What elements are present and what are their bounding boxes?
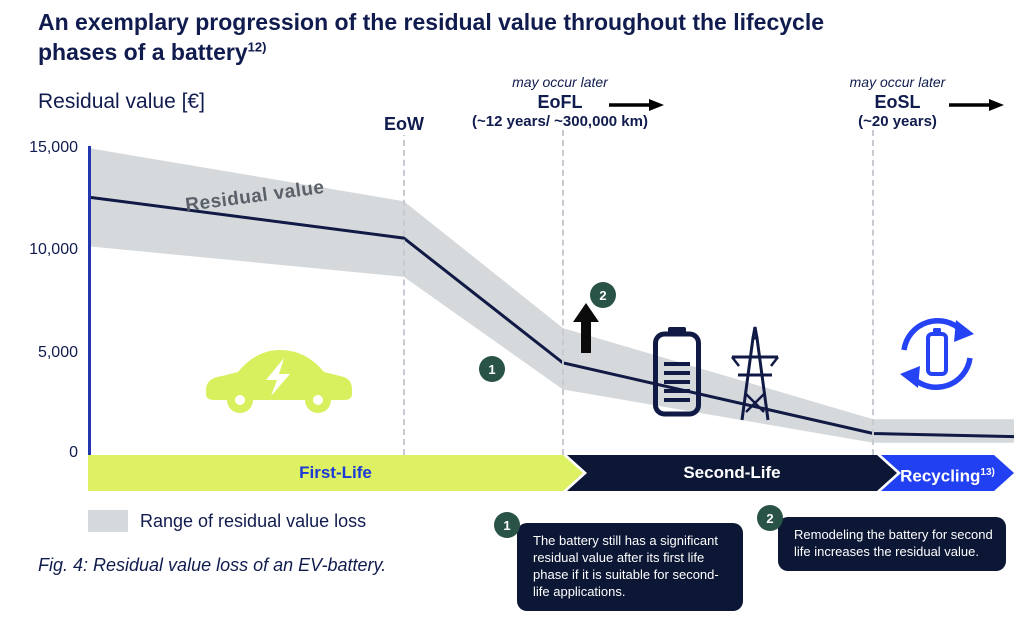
milestone-eofl-sub: (~12 years/ ~300,000 km) xyxy=(472,113,648,130)
figure-title-line2: phases of a battery12) xyxy=(38,38,267,65)
legend-band-swatch xyxy=(88,510,128,532)
milestone-eofl-note: may occur later xyxy=(512,74,608,90)
y-tick-15000: 15,000 xyxy=(29,139,78,156)
callout-1-text: The battery still has a significant resi… xyxy=(533,533,719,599)
milestone-eosl-note: may occur later xyxy=(849,74,946,90)
figure-title: An exemplary progression of the residual… xyxy=(38,8,968,68)
phase-first-life-label: First-Life xyxy=(299,463,372,482)
phase-first-life: First-Life xyxy=(88,455,583,491)
value-band xyxy=(88,148,1014,443)
callout-1: The battery still has a significant resi… xyxy=(517,523,743,611)
annotation-1-badge: 1 xyxy=(479,356,505,382)
recycling-footnote: 13) xyxy=(980,467,995,478)
title-footnote: 12) xyxy=(247,39,267,55)
annotation-2-badge: 2 xyxy=(590,282,616,308)
callout-2: Remodeling the battery for second life i… xyxy=(778,517,1006,571)
milestone-line-eofl xyxy=(562,120,564,455)
y-axis-title: Residual value [€] xyxy=(38,90,205,113)
callout-1-badge: 1 xyxy=(494,512,520,538)
figure-title-line1: An exemplary progression of the residual… xyxy=(38,9,825,35)
callout-2-badge: 2 xyxy=(757,505,783,531)
right-arrow-icon xyxy=(609,99,664,111)
ev-car-icon xyxy=(206,350,352,413)
value-increase-arrow-up-icon xyxy=(573,303,599,353)
phase-second-life-label: Second-Life xyxy=(683,463,781,482)
legend-label: Range of residual value loss xyxy=(140,511,367,531)
milestone-eofl: may occur later EoFL (~12 years/ ~300,00… xyxy=(425,74,695,130)
milestone-eosl-sub: (~20 years) xyxy=(858,113,937,130)
phase-second-life: Second-Life xyxy=(567,455,897,491)
y-tick-0: 0 xyxy=(69,444,78,461)
milestone-line-eow xyxy=(403,120,405,455)
transmission-tower-icon xyxy=(731,326,779,421)
battery-recycling-icon xyxy=(900,318,974,390)
callout-2-text: Remodeling the battery for second life i… xyxy=(794,527,993,559)
milestone-eosl-label: EoSL xyxy=(874,92,921,112)
phase-recycling-label: Recycling xyxy=(900,466,981,486)
milestone-eofl-label: EoFL xyxy=(537,92,583,112)
milestone-line-eosl xyxy=(872,120,874,455)
milestone-eow-label: EoW xyxy=(384,114,424,134)
phase-recycling: Recycling13) xyxy=(881,455,1014,491)
figure-caption: Fig. 4: Residual value loss of an EV-bat… xyxy=(38,555,387,575)
y-tick-5000: 5,000 xyxy=(37,344,78,361)
milestone-eosl: may occur later EoSL (~20 years) xyxy=(795,74,1004,130)
y-tick-10000: 10,000 xyxy=(29,241,78,258)
right-arrow-icon xyxy=(949,99,1004,111)
second-life-battery-icon xyxy=(653,327,701,417)
